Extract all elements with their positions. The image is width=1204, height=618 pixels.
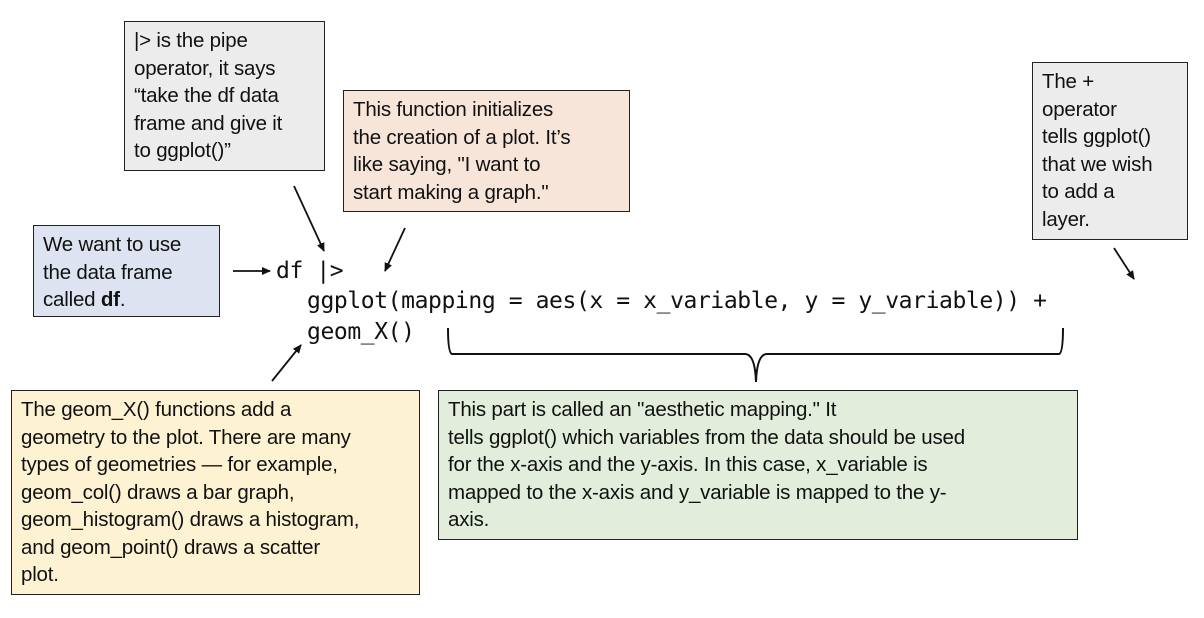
callout-text: the data frame: [43, 260, 173, 284]
arrow-icon: [271, 344, 302, 382]
arrow-icon: [384, 227, 406, 272]
arrow-icon: [1113, 247, 1135, 280]
callout-geom: The geom_X() functions add a geometry to…: [11, 390, 420, 595]
code-line-geom: geom_X(): [307, 319, 415, 345]
callout-text: for the x-axis and the y-axis. In this c…: [448, 453, 928, 476]
callout-text: geom_histogram() draws a histogram,: [21, 508, 360, 531]
callout-text: start making a graph.": [353, 180, 549, 204]
callout-text: layer.: [1042, 207, 1090, 231]
callout-text: We want to use: [43, 233, 182, 256]
callout-text: The geom_X() functions add a: [21, 398, 292, 421]
callout-aesthetic-mapping: This part is called an "aesthetic mappin…: [438, 390, 1078, 540]
callout-text: |> is the pipe: [134, 29, 248, 52]
callout-text: geometry to the plot. There are many: [21, 425, 351, 449]
callout-text: tells ggplot(): [1042, 125, 1151, 148]
callout-text: This function initializes: [353, 98, 554, 121]
callout-text: to ggplot()”: [134, 139, 231, 162]
callout-text: The +: [1042, 70, 1094, 93]
callout-text: called df.: [43, 286, 211, 314]
callout-text-suffix: .: [119, 288, 126, 311]
curly-brace-icon: [447, 327, 1064, 383]
arrow-icon: [293, 185, 325, 252]
callout-text: the creation of a plot. It’s: [353, 125, 571, 149]
callout-text: This part is called an "aesthetic mappin…: [448, 398, 837, 421]
callout-text: types of geometries — for example,: [21, 453, 338, 476]
code-line-ggplot: ggplot(mapping = aes(x = x_variable, y =…: [307, 288, 1047, 314]
callout-text: to add a: [1042, 180, 1115, 203]
code-line-df-pipe: df |>: [276, 258, 344, 284]
callout-text: operator: [1042, 97, 1117, 121]
callout-text: that we wish: [1042, 152, 1153, 176]
callout-text: frame and give it: [134, 111, 283, 135]
callout-pipe-operator: |> is the pipe operator, it says “take t…: [124, 21, 325, 171]
callout-text: tells ggplot() which variables from the …: [448, 425, 965, 449]
callout-data-frame: We want to use the data frame called df.: [33, 225, 220, 317]
callout-text: operator, it says: [134, 56, 276, 80]
callout-text: geom_col() draws a bar graph,: [21, 480, 295, 504]
callout-text: and geom_point() draws a scatter: [21, 535, 320, 559]
callout-plus-operator: The + operator tells ggplot() that we wi…: [1032, 62, 1188, 240]
callout-text: “take the df data: [134, 84, 279, 107]
df-bold-label: df: [100, 288, 120, 311]
callout-text: plot.: [21, 563, 59, 586]
callout-text-prefix: called: [43, 288, 101, 311]
callout-text: mapped to the x-axis and y_variable is m…: [448, 480, 947, 504]
callout-text: axis.: [448, 508, 490, 531]
callout-text: like saying, "I want to: [353, 153, 541, 176]
callout-ggplot-init: This function initializes the creation o…: [343, 90, 630, 212]
